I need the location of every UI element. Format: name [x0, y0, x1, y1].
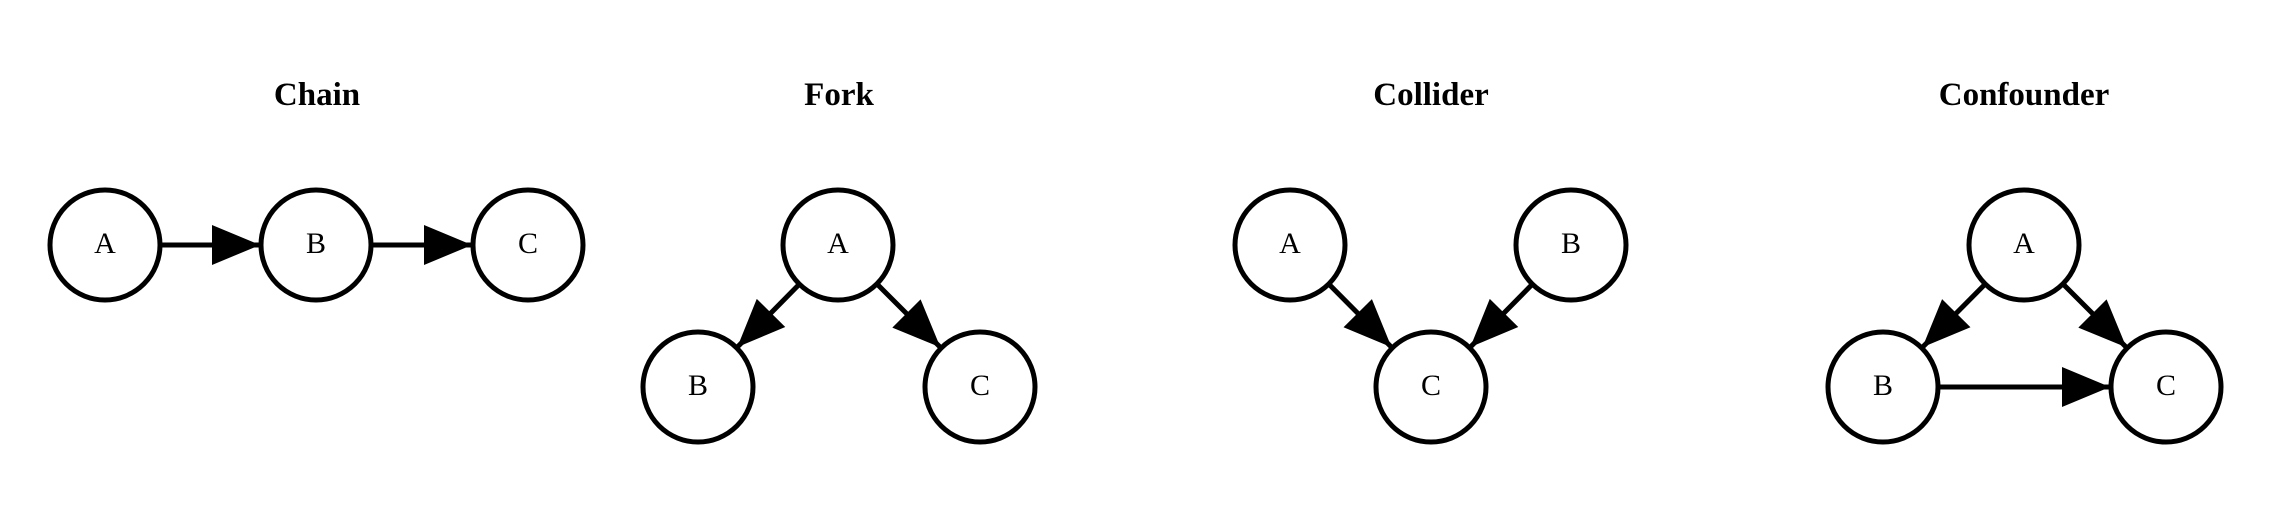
node-circle	[640, 329, 756, 445]
diagram-title: Confounder	[1939, 77, 2110, 113]
diagram-edges	[1326, 282, 1535, 350]
node-label: B	[1873, 369, 1893, 402]
diagram-title: Collider	[1373, 77, 1488, 113]
diagram-fork: Fork A B C	[640, 77, 1038, 445]
node-b: B	[640, 329, 756, 445]
node-label: A	[1279, 227, 1301, 260]
node-c: C	[1373, 329, 1489, 445]
node-c: C	[470, 187, 586, 303]
node-circle	[2108, 329, 2224, 445]
node-circle	[1373, 329, 1489, 445]
diagram-title: Fork	[804, 77, 874, 113]
node-c: C	[2108, 329, 2224, 445]
node-label: A	[2013, 227, 2035, 260]
node-circle	[258, 187, 374, 303]
diagram-edges	[1920, 282, 2129, 407]
node-a: A	[780, 187, 896, 303]
diagram-confounder: Confounder A B C	[1825, 77, 2224, 445]
edge-a-to-c	[2061, 282, 2129, 350]
edge-a-to-b	[735, 282, 802, 349]
node-circle	[1825, 329, 1941, 445]
node-circle	[470, 187, 586, 303]
edge-a-to-b	[1920, 282, 1988, 350]
node-a: A	[1966, 187, 2082, 303]
node-label: B	[1561, 227, 1581, 260]
diagram-title: Chain	[274, 77, 360, 113]
node-circle	[922, 329, 1038, 445]
node-label: B	[306, 227, 326, 260]
node-b: B	[258, 187, 374, 303]
node-label: C	[518, 227, 538, 260]
edge-b-to-c	[1468, 282, 1535, 349]
node-label: C	[2156, 369, 2176, 402]
node-label: C	[970, 369, 990, 402]
edge-a-to-c	[875, 282, 943, 350]
node-b: B	[1513, 187, 1629, 303]
node-b: B	[1825, 329, 1941, 445]
node-c: C	[922, 329, 1038, 445]
node-circle	[1232, 187, 1348, 303]
node-a: A	[47, 187, 163, 303]
edge-a-to-c	[1326, 282, 1394, 350]
node-label: B	[688, 369, 708, 402]
diagram-chain: Chain A B C	[47, 77, 586, 303]
node-label: A	[827, 227, 849, 260]
node-circle	[47, 187, 163, 303]
diagram-edges	[735, 282, 943, 350]
node-label: C	[1421, 369, 1441, 402]
node-label: A	[94, 227, 116, 260]
node-a: A	[1232, 187, 1348, 303]
node-circle	[1966, 187, 2082, 303]
diagram-collider: Collider A B C	[1232, 77, 1629, 445]
node-circle	[780, 187, 896, 303]
node-circle	[1513, 187, 1629, 303]
